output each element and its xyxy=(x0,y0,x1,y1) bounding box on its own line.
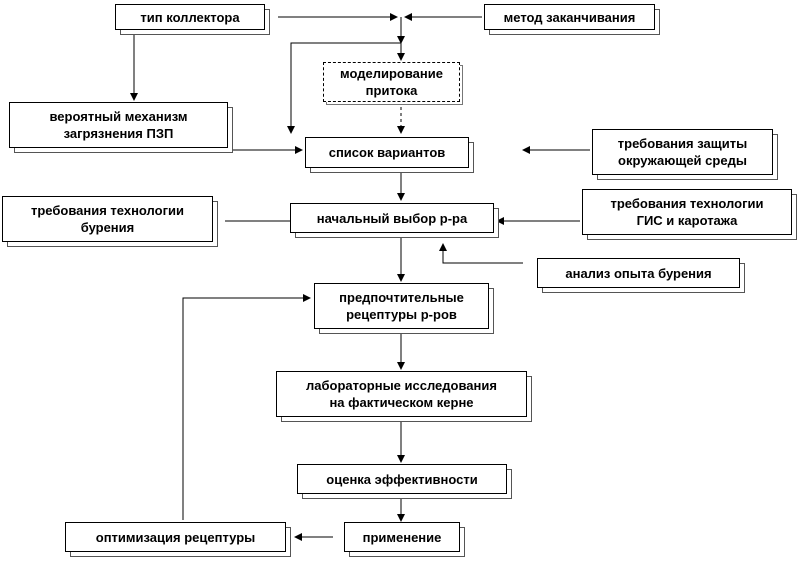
node-efficiency-eval: оценка эффективности xyxy=(297,464,507,494)
node-initial-selection: начальный выбор р-ра xyxy=(290,203,494,233)
node-inflow-modeling: моделирование притока xyxy=(323,62,460,102)
node-reservoir-type: тип коллектора xyxy=(115,4,265,30)
node-drilling-experience: анализ опыта бурения xyxy=(537,258,740,288)
node-lab-studies: лабораторные исследования на фактическом… xyxy=(276,371,527,417)
node-logging-tech: требования технологии ГИС и каротажа xyxy=(582,189,792,235)
node-options-list: список вариантов xyxy=(305,137,469,168)
arrow-junction-to-options xyxy=(287,42,401,134)
arrow-experience-to-initial xyxy=(439,243,523,264)
arrow-optimization-to-preferred xyxy=(182,294,311,520)
node-recipe-optimization: оптимизация рецептуры xyxy=(65,522,286,552)
node-drilling-tech: требования технологии бурения xyxy=(2,196,213,242)
node-env-protection: требования защиты окружающей среды xyxy=(592,129,773,175)
node-preferred-recipes: предпочтительные рецептуры р-ров xyxy=(314,283,489,329)
node-damage-mechanism: вероятный механизм загрязнения ПЗП xyxy=(9,102,228,148)
node-completion-method: метод заканчивания xyxy=(484,4,655,30)
node-application: применение xyxy=(344,522,460,552)
